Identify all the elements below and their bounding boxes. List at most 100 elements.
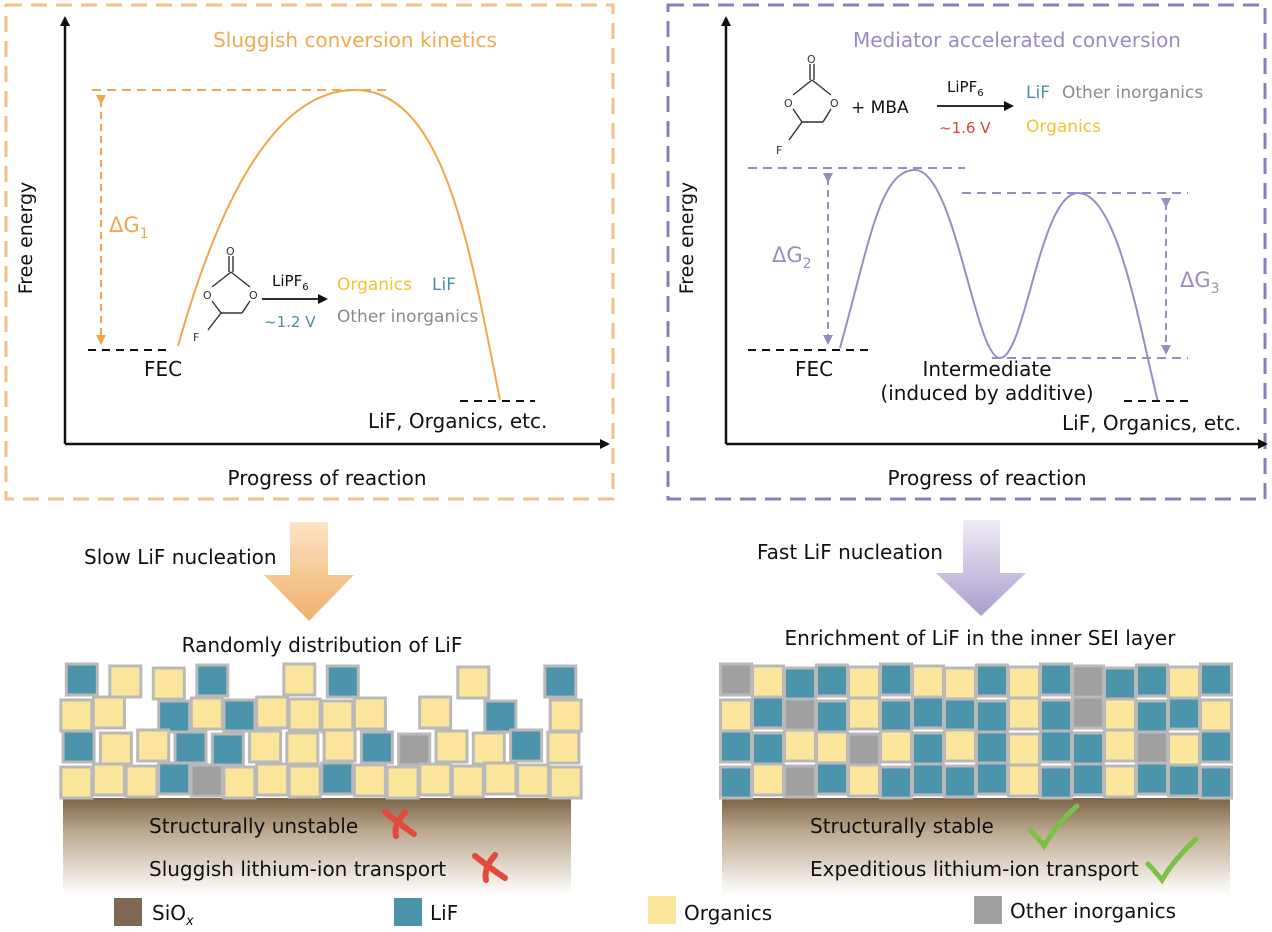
lif-block <box>879 662 913 697</box>
organics-block <box>136 728 171 763</box>
organics-block <box>287 764 322 799</box>
right-nucleation-label: Fast LiF nucleation <box>757 540 943 564</box>
lif-block <box>1039 698 1073 733</box>
right-intermediate-note: (induced by additive) <box>880 381 1093 405</box>
left-nucleation-section: Slow LiF nucleation Randomly distributio… <box>84 522 462 657</box>
organics-block <box>548 698 583 733</box>
legend-other-label: Other inorganics <box>1010 899 1176 923</box>
organics-block <box>1007 732 1041 767</box>
organics-block <box>548 765 583 800</box>
right-out-organics: Organics <box>1026 117 1101 137</box>
left-reagent: LiPF6 <box>272 272 309 293</box>
lif-block <box>1071 731 1105 766</box>
left-fec-molecule <box>207 256 251 331</box>
lif-block <box>325 664 360 699</box>
left-voltage: ~1.2 V <box>264 313 316 331</box>
organics-block <box>1167 665 1201 700</box>
organics-block <box>1167 732 1201 767</box>
lif-block <box>157 761 192 796</box>
organics-block <box>322 728 357 763</box>
inorganic-block <box>1071 664 1105 699</box>
organics-block <box>151 666 186 701</box>
lif-block <box>975 663 1009 698</box>
lif-block <box>975 730 1009 765</box>
organics-block <box>456 665 491 700</box>
organics-block <box>1103 697 1137 732</box>
lif-block <box>483 699 518 734</box>
organics-block <box>285 731 320 766</box>
lif-block <box>1135 699 1169 734</box>
inorganic-block <box>783 764 817 799</box>
right-sei-title: Enrichment of LiF in the inner SEI layer <box>785 626 1177 650</box>
legend-lif-swatch <box>394 898 422 926</box>
lif-block <box>751 695 785 730</box>
inorganic-block <box>189 763 224 798</box>
right-reagent: LiPF6 <box>947 78 984 99</box>
right-fec-molecule <box>788 64 832 141</box>
lif-block <box>1103 666 1137 701</box>
organics-block <box>189 696 224 731</box>
right-plus-mba: + MBA <box>851 98 909 118</box>
lif-block <box>815 761 849 796</box>
right-atom-o-ring-right: O <box>830 97 839 110</box>
inorganic-block <box>783 697 817 732</box>
left-cross-mark-2 <box>472 852 508 883</box>
organics-block <box>943 666 977 701</box>
lif-block <box>975 699 1009 734</box>
organics-block <box>783 728 817 763</box>
right-atom-o-carbonyl: O <box>807 53 816 66</box>
lif-block <box>1199 662 1233 697</box>
inorganic-block <box>1135 730 1169 765</box>
organics-block <box>751 762 785 797</box>
organics-block <box>91 695 126 730</box>
lif-block <box>210 732 245 767</box>
lif-block <box>195 663 230 698</box>
organics-block <box>815 730 849 765</box>
left-out-lif: LiF <box>432 275 456 295</box>
organics-block <box>516 763 551 798</box>
lif-block <box>1039 662 1073 697</box>
right-check-mark-1 <box>1027 803 1080 851</box>
lif-block <box>975 761 1009 796</box>
left-panel-border <box>4 3 615 501</box>
left-down-arrow <box>264 522 354 621</box>
left-cross-mark-1 <box>382 809 417 839</box>
lif-block <box>1039 765 1073 800</box>
lif-block <box>911 731 945 766</box>
right-y-axis-label: Free energy <box>676 182 698 295</box>
lif-block <box>359 730 394 765</box>
inorganic-block <box>847 732 881 767</box>
organics-block <box>352 763 387 798</box>
legend: SiOx LiF Organics Other inorganics <box>114 896 1176 929</box>
lif-block <box>157 699 192 734</box>
right-delta-g2-label: ΔG2 <box>772 243 812 272</box>
lif-block <box>1199 729 1233 764</box>
organics-block <box>943 728 977 763</box>
organics-block <box>222 765 257 800</box>
legend-organics-swatch <box>648 896 676 924</box>
legend-organics-label: Organics <box>684 901 772 925</box>
right-voltage: ~1.6 V <box>939 119 991 137</box>
organics-block <box>287 697 322 732</box>
organics-block <box>385 765 420 800</box>
organics-block <box>847 696 881 731</box>
lif-block <box>61 729 96 764</box>
lif-block <box>719 729 753 764</box>
organics-block <box>1199 698 1233 733</box>
left-delta-g1-label: ΔG1 <box>109 213 149 242</box>
right-substrate <box>722 798 1230 895</box>
inorganic-block <box>397 732 432 767</box>
lif-block <box>222 698 257 733</box>
right-x-axis-label: Progress of reaction <box>888 466 1087 490</box>
organics-block <box>282 662 317 697</box>
organics-block <box>879 729 913 764</box>
left-sei-blocks <box>59 662 583 800</box>
lif-block <box>719 765 753 800</box>
right-atom-o-ring-left: O <box>784 97 793 110</box>
right-prop-transport: Expeditious lithium-ion transport <box>810 857 1139 881</box>
organics-block <box>1103 728 1137 763</box>
right-nucleation-section: Fast LiF nucleation Enrichment of LiF in… <box>757 520 1176 650</box>
organics-block <box>320 699 355 734</box>
lif-block <box>320 761 355 796</box>
right-atom-f: F <box>776 144 782 157</box>
